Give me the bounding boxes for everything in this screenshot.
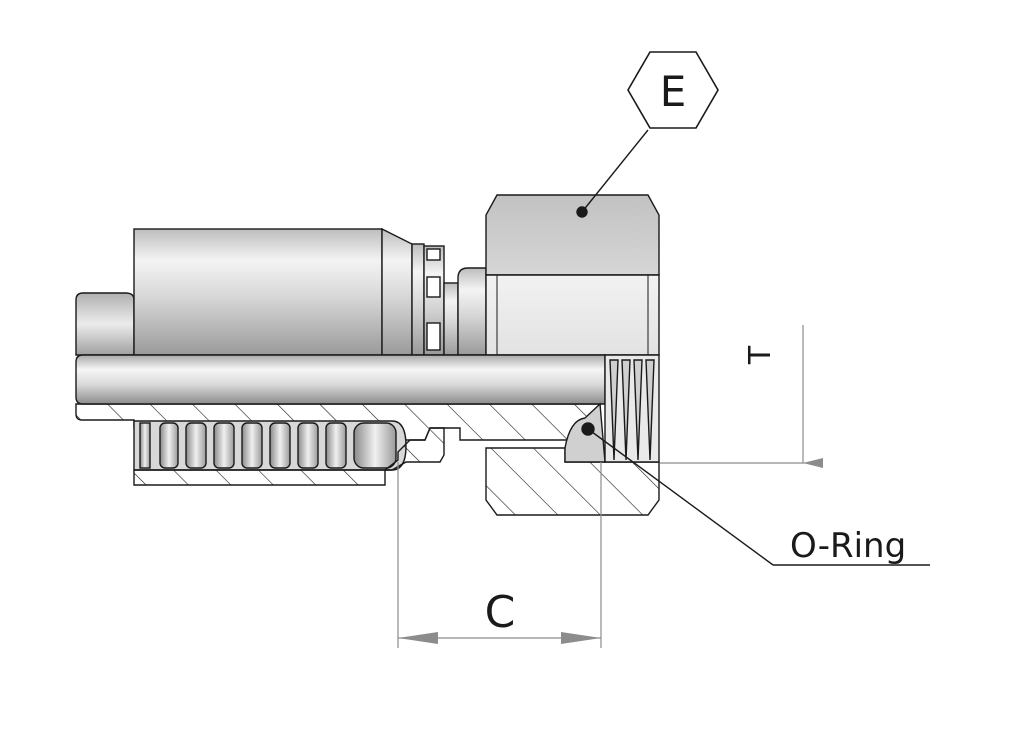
hex-nut-top-face [485,194,660,276]
length-dimension: C [397,462,602,648]
hex-label: E [660,67,687,116]
ferrule-section-wall [133,427,445,486]
collar-slot-3 [426,322,441,351]
bore-tube [75,354,606,405]
ferrule-taper [381,227,413,356]
thread-dimension: T [660,325,823,468]
insert-end-cap [75,292,135,356]
section-view [75,206,660,516]
thread-label: T [743,345,778,365]
neck [443,282,459,356]
collar-slot-2 [426,276,441,298]
length-label: C [485,587,516,638]
hex-callout: E [581,51,719,213]
o-ring-callout: O-Ring [587,428,930,566]
o-ring-label: O-Ring [790,526,906,566]
hex-nut-mid-face [485,274,660,356]
hex-callout-shape [627,51,719,129]
exterior-view [75,194,660,356]
hose-barbs [133,420,407,471]
ferrule-body [133,228,383,356]
collar-slot-1 [426,248,441,261]
neck-shoulder [457,267,487,356]
crimp-collar [411,243,425,356]
